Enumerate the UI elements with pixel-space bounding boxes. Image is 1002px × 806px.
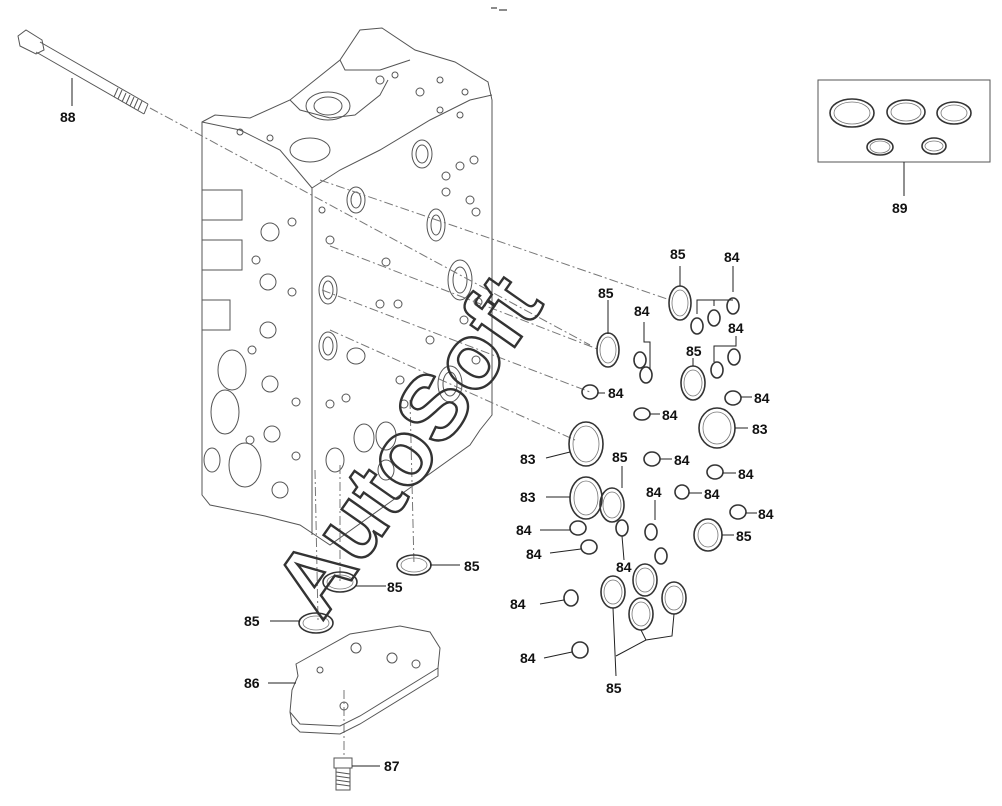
label-84-o: 84 [510,596,526,612]
label-85-bottom-right: 85 [464,558,480,574]
plug [333,757,353,791]
label-85-c: 85 [686,343,702,359]
label-84-i: 84 [646,484,662,500]
alignment-lines [149,107,671,758]
label-85-b: 85 [598,285,614,301]
label-84-g: 84 [674,452,690,468]
label-84-m: 84 [526,546,542,562]
label-84-b: 84 [634,303,650,319]
label-85-e: 85 [736,528,752,544]
label-84-l: 84 [516,522,532,538]
label-plug: 87 [384,758,400,774]
bottom-o-rings [298,554,432,634]
label-85-bottom-mid: 85 [387,579,403,595]
label-83-c: 83 [520,489,536,505]
label-cover-plate: 86 [244,675,260,691]
label-84-p: 84 [520,650,536,666]
label-85-f: 85 [606,680,622,696]
label-83-b: 83 [520,451,536,467]
label-84-a: 84 [724,249,740,265]
right-o-rings [563,285,747,659]
label-84-d: 84 [608,385,624,401]
label-84-h: 84 [738,466,754,482]
label-kit: 89 [892,200,908,216]
label-85-a: 85 [670,246,686,262]
label-85-d: 85 [612,449,628,465]
seal-kit-box [817,79,991,163]
valve-body [201,27,493,546]
label-84-c: 84 [728,320,744,336]
label-84-e: 84 [662,407,678,423]
right-labels: 85 84 85 84 84 85 84 84 84 83 83 85 84 8… [510,246,774,696]
label-bolt: 88 [60,109,76,125]
header-mark [491,7,507,11]
label-84-n: 84 [616,559,632,575]
label-84-j: 84 [704,486,720,502]
label-84-f: 84 [754,390,770,406]
leader-lines [539,266,757,677]
label-84-k: 84 [758,506,774,522]
watermark-text: AutoSoft [255,257,561,634]
bolt [17,29,149,115]
label-85-bottom-left: 85 [244,613,260,629]
cover-plate [289,625,441,735]
label-83-a: 83 [752,421,768,437]
